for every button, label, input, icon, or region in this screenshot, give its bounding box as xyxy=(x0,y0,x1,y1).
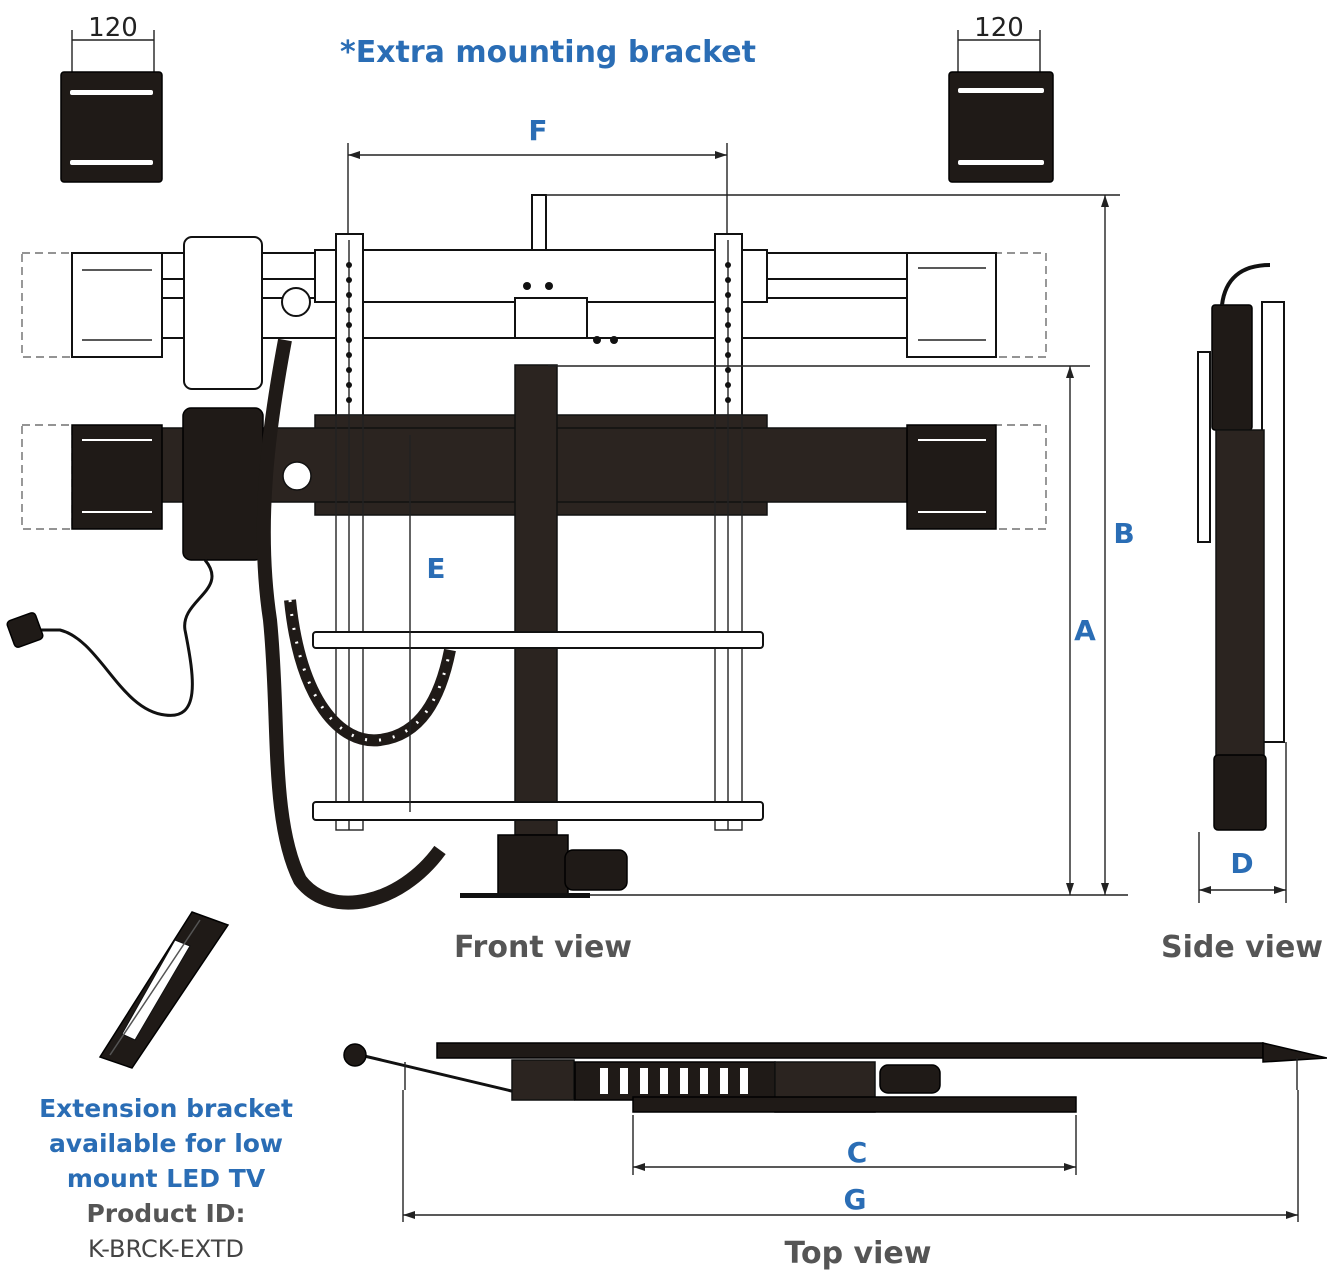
front-view-caption: Front view xyxy=(454,930,632,965)
front-view: F xyxy=(6,114,1135,965)
side-view-caption: Side view xyxy=(1161,930,1323,965)
extension-bracket-illustration xyxy=(98,911,230,1069)
extra-bracket-right: 120 xyxy=(948,13,1054,183)
dimension-d-label: D xyxy=(1230,847,1253,880)
top-view: C G Top view xyxy=(343,1042,1327,1271)
dimension-e-label: E xyxy=(426,552,445,585)
extension-note-line1: Extension bracket xyxy=(39,1094,293,1123)
product-id-value: K-BRCK-EXTD xyxy=(88,1235,244,1263)
left-bracket-dimension: 120 xyxy=(88,13,138,43)
extension-bracket-note: Extension bracket available for low moun… xyxy=(39,1094,293,1263)
dimension-g-label: G xyxy=(844,1183,867,1216)
extra-bracket-title: *Extra mounting bracket xyxy=(340,35,756,70)
right-bracket-dimension: 120 xyxy=(974,13,1024,43)
extension-note-line2: available for low xyxy=(49,1129,283,1158)
dimension-a-label: A xyxy=(1074,614,1096,647)
product-id-label: Product ID: xyxy=(86,1199,245,1228)
extra-bracket-left: 120 xyxy=(60,13,163,183)
top-view-caption: Top view xyxy=(785,1236,932,1271)
dimension-c-label: C xyxy=(847,1136,868,1169)
extension-note-line3: mount LED TV xyxy=(67,1164,266,1193)
side-view: D Side view xyxy=(1161,263,1323,965)
dimension-f-label: F xyxy=(528,114,547,147)
dimension-b-label: B xyxy=(1113,517,1134,550)
